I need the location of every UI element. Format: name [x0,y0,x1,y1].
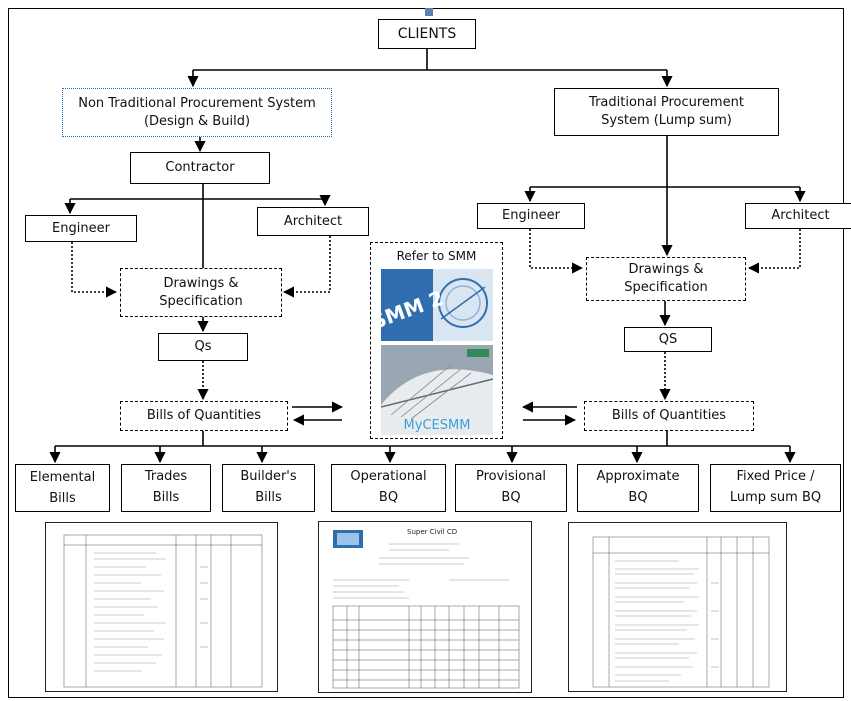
contractor-node: Contractor [130,152,270,184]
approximate-bq-sample-document [568,522,787,692]
clients-node: CLIENTS [378,19,476,49]
smm-reference-title: Refer to SMM [396,249,477,263]
provisional-bq-sample-document: Super Civil CD [318,521,532,693]
sample-doc-header: Super Civil CD [407,528,458,536]
smm2-book-cover-image: SMM 2 [381,269,493,341]
left-drawings-specification-node: Drawings & Specification [120,268,282,317]
left-bills-of-quantities-node: Bills of Quantities [120,401,288,431]
operational-bq-node: Operational BQ [331,464,446,512]
right-drawings-specification-node: Drawings & Specification [586,257,746,301]
document-thumbnail-image [332,530,520,689]
smm-reference-panel: Refer to SMM SMM 2 MyCESMM [370,242,503,439]
right-engineer-node: Engineer [477,203,585,229]
selection-handle [425,8,433,16]
left-engineer-node: Engineer [25,215,137,242]
non-traditional-system-node: Non Traditional Procurement System (Desi… [62,88,332,137]
right-bills-of-quantities-node: Bills of Quantities [584,401,754,431]
right-architect-node: Architect [745,203,851,229]
document-thumbnail-image [63,534,263,688]
left-architect-node: Architect [257,207,369,236]
approximate-bq-node: Approximate BQ [577,464,699,512]
document-thumbnail-image [592,536,770,688]
elemental-bill-sample-document [45,522,278,692]
provisional-bq-node: Provisional BQ [455,464,567,512]
right-qs-node: QS [624,327,712,352]
mycesmm-book-cover-image: MyCESMM [381,345,493,435]
traditional-system-node: Traditional Procurement System (Lump sum… [554,88,779,136]
svg-text:MyCESMM: MyCESMM [404,418,471,433]
left-qs-node: Qs [158,333,248,361]
elemental-bills-node: Elemental Bills [15,464,110,512]
builders-bills-node: Builder's Bills [222,464,315,512]
trades-bills-node: Trades Bills [121,464,211,512]
fixed-price-lump-sum-bq-node: Fixed Price / Lump sum BQ [710,464,841,512]
